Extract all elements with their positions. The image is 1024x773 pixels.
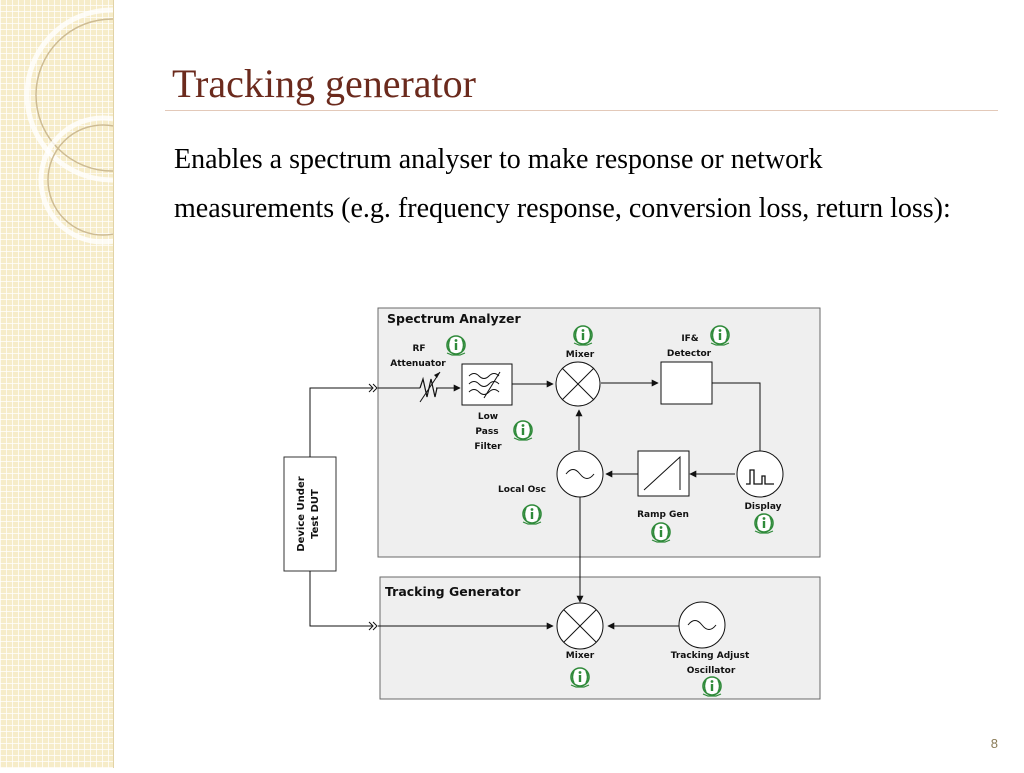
- tracking-mixer-label: Mixer: [566, 651, 595, 661]
- display-icon: [736, 450, 784, 498]
- low-pass-filter-label-line1: Low: [478, 412, 498, 422]
- slide-body-text: Enables a spectrum analyser to make resp…: [174, 144, 951, 224]
- ramp-gen-label: Ramp Gen: [637, 510, 689, 520]
- output-wire: [309, 571, 372, 627]
- output-connector-icon: [368, 621, 378, 631]
- tracking-oscillator-label-line2: Oscillator: [687, 666, 736, 676]
- low-pass-filter-box: [461, 363, 513, 406]
- low-pass-filter-label-line3: Filter: [474, 442, 502, 452]
- spectrum-analyzer-panel: [377, 307, 821, 558]
- decorative-side-strip: [0, 0, 200, 768]
- page-number: 8: [990, 736, 998, 751]
- if-detector-label-line2: Detector: [667, 349, 712, 359]
- spectrum-analyzer-label: Spectrum Analyzer: [387, 311, 521, 326]
- info-badge-icon[interactable]: [702, 676, 722, 697]
- if-detector-label-line1: IF&: [681, 334, 698, 344]
- local-oscillator-icon: [556, 450, 604, 498]
- low-pass-filter-label-line2: Pass: [475, 427, 498, 437]
- detector-to-display-wire: [712, 382, 761, 451]
- input-wire: [309, 387, 372, 457]
- tracking-oscillator-icon: [678, 601, 726, 649]
- display-label: Display: [744, 502, 781, 512]
- info-badge-icon[interactable]: [522, 504, 542, 525]
- dut-label-line2: Test DUT: [310, 489, 321, 539]
- local-osc-label: Local Osc: [498, 485, 546, 495]
- rf-attenuator-icon: [419, 371, 441, 403]
- rf-attenuator-label-line1: RF: [412, 344, 425, 354]
- mixer-icon: [555, 361, 601, 407]
- tracking-generator-label: Tracking Generator: [385, 584, 521, 599]
- info-badge-icon[interactable]: [754, 513, 774, 534]
- rf-attenuator-label-line2: Attenuator: [390, 359, 446, 369]
- tracking-oscillator-label-line1: Tracking Adjust: [671, 651, 750, 661]
- info-badge-icon[interactable]: [573, 325, 593, 346]
- dut-label-line1: Device Under: [296, 476, 307, 551]
- info-badge-icon[interactable]: [446, 335, 466, 356]
- tracking-mixer-icon: [556, 602, 604, 650]
- ramp-generator-icon: [637, 450, 690, 497]
- info-badge-icon[interactable]: [570, 667, 590, 688]
- title-divider: [165, 110, 998, 111]
- info-badge-icon[interactable]: [513, 420, 533, 441]
- mixer-label: Mixer: [566, 350, 595, 360]
- dut-box: [283, 456, 337, 572]
- if-detector-box: [660, 361, 713, 405]
- info-badge-icon[interactable]: [651, 522, 671, 543]
- info-badge-icon[interactable]: [710, 325, 730, 346]
- slide-title: Tracking generator: [172, 61, 476, 106]
- filter-wave-icon: [468, 371, 501, 399]
- input-connector-icon: [368, 383, 378, 393]
